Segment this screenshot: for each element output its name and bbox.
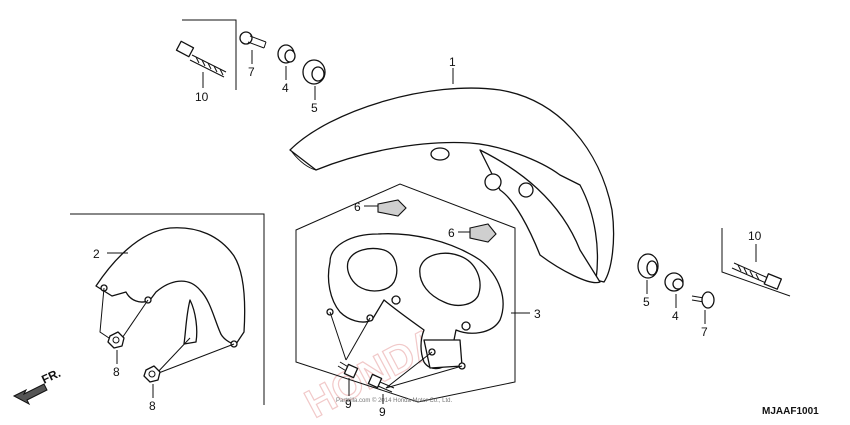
callout-1: 1 — [449, 55, 456, 69]
diagram-code: MJAAF1001 — [762, 406, 819, 417]
grommet-5-right — [637, 253, 659, 279]
nut-8-b — [143, 365, 161, 383]
bolt-9-a — [337, 361, 359, 379]
callout-6-b: 6 — [448, 226, 455, 240]
nut-8-a — [107, 331, 125, 349]
fender-bracket — [326, 233, 504, 389]
callout-7-right: 7 — [701, 325, 708, 339]
callout-7-top: 7 — [248, 65, 255, 79]
callout-10-right: 10 — [748, 229, 762, 243]
front-fender — [289, 87, 615, 284]
callout-5-top: 5 — [311, 101, 318, 115]
front-direction-arrow: FR. — [12, 366, 63, 406]
callout-4-right: 4 — [672, 309, 679, 323]
callout-9-b: 9 — [379, 405, 386, 419]
bolt-10-right — [731, 262, 783, 290]
callout-8-a: 8 — [113, 365, 120, 379]
bolt-10-top — [175, 40, 227, 78]
callout-8-b: 8 — [149, 399, 156, 413]
callout-3: 3 — [534, 307, 541, 321]
callout-2: 2 — [93, 247, 100, 261]
bracket-dashed-box — [295, 183, 516, 403]
group-frame-lines — [70, 19, 791, 405]
grommet-5-top — [302, 59, 326, 85]
copyright-text: Partzilla.com © 2014 Honda Motor Co., Lt… — [336, 397, 452, 404]
cushion-6a — [377, 199, 407, 217]
leader-lines — [107, 50, 757, 404]
callout-labels: 1 2 3 4 4 5 5 6 6 7 7 8 8 9 9 10 10 — [93, 55, 762, 419]
callout-5-right: 5 — [643, 295, 650, 309]
bolt-7-right — [691, 291, 715, 309]
callout-9-a: 9 — [345, 397, 352, 411]
callout-4-top: 4 — [282, 81, 289, 95]
callout-10-top: 10 — [195, 90, 209, 104]
bolt-9-b — [367, 373, 395, 393]
fr-label: FR. — [39, 366, 62, 387]
bolt-7-top — [239, 31, 267, 49]
collar-4-right — [664, 272, 684, 292]
collar-4-top — [277, 44, 296, 64]
cushion-6b — [469, 223, 497, 243]
fender-stay-left — [95, 227, 246, 375]
callout-6-a: 6 — [354, 200, 361, 214]
